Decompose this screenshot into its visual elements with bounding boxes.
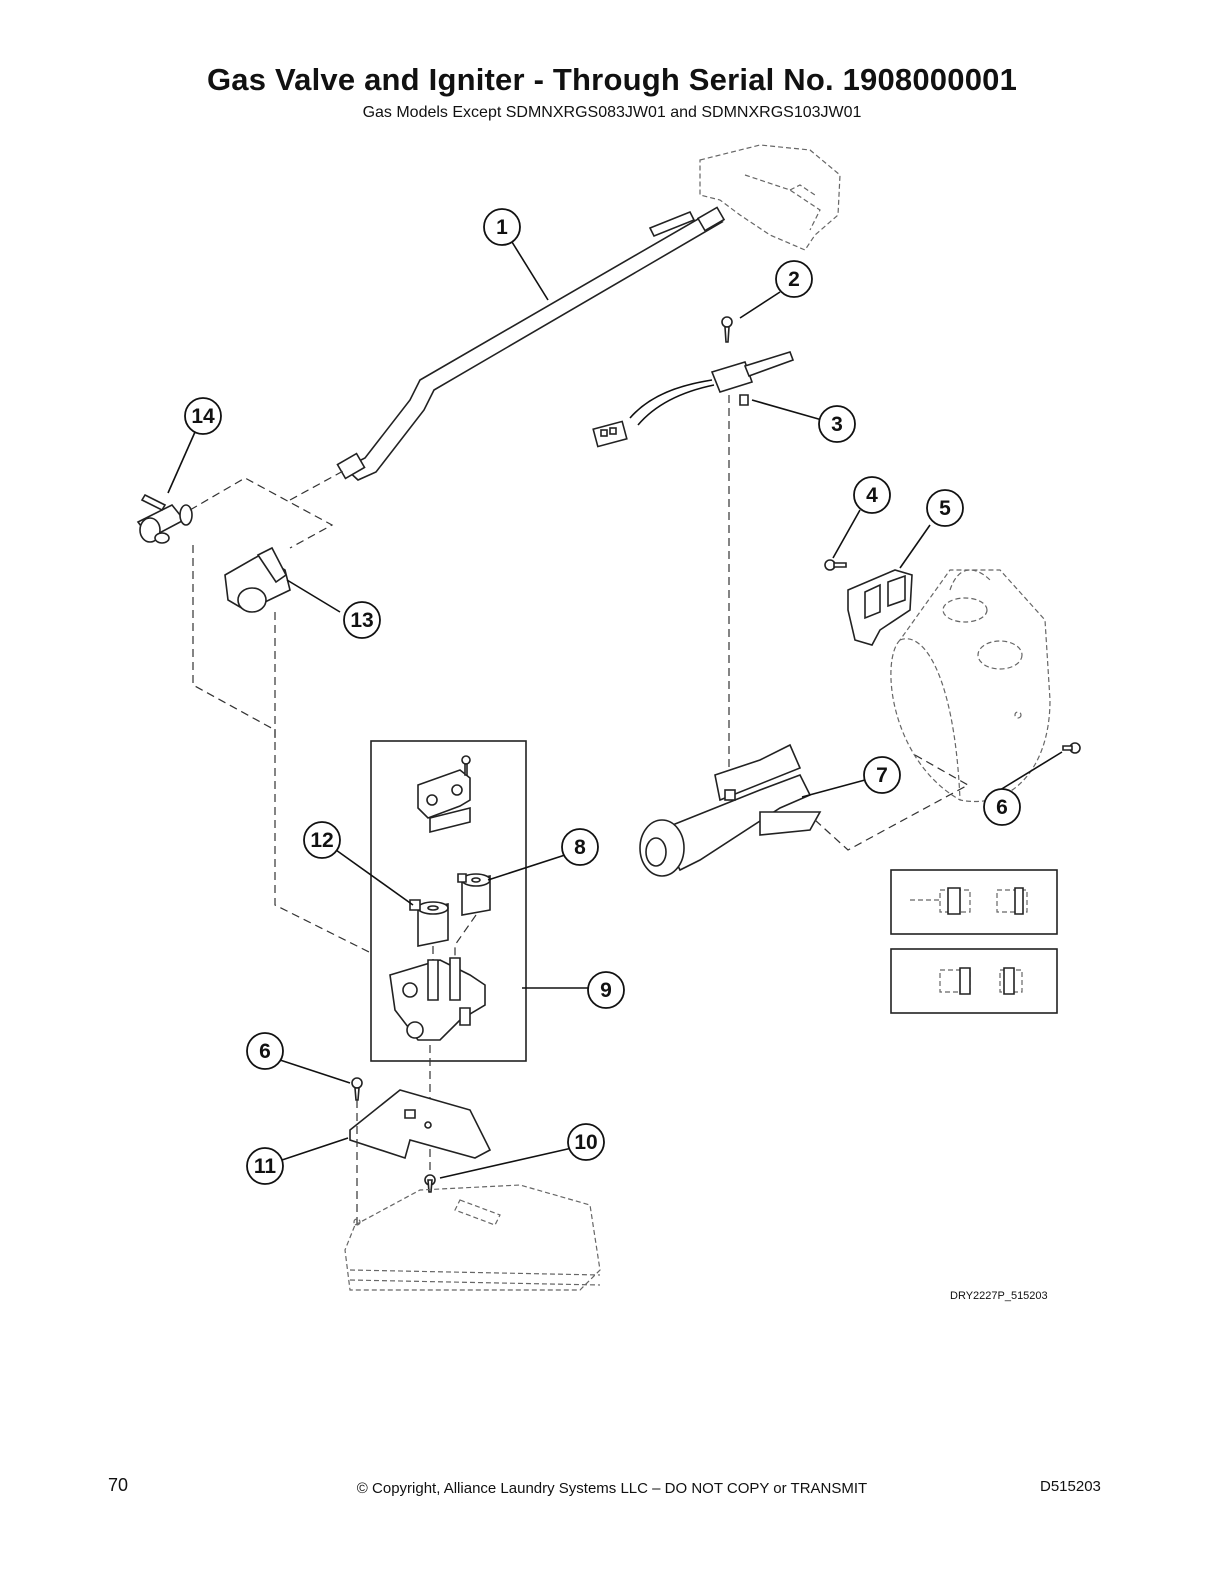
igniter-assembly — [592, 351, 795, 448]
bracket-screw — [351, 1077, 363, 1101]
callout-9: 9 — [587, 971, 625, 1009]
valve-coil-8 — [457, 873, 491, 916]
pipe-elbow — [224, 546, 291, 613]
callout-leaders — [167, 241, 1063, 1179]
svg-text:3: 3 — [831, 413, 843, 436]
svg-text:6: 6 — [996, 796, 1008, 819]
gas-valve-body — [389, 957, 486, 1041]
svg-text:7: 7 — [876, 764, 888, 787]
bracket-screw-4 — [824, 559, 847, 571]
svg-text:8: 8 — [574, 836, 586, 859]
callout-1: 1 — [483, 208, 521, 246]
page-number: 70 — [108, 1475, 129, 1495]
svg-text:10: 10 — [574, 1131, 597, 1154]
callout-2: 2 — [775, 260, 813, 298]
svg-text:9: 9 — [600, 979, 612, 1002]
svg-text:11: 11 — [254, 1155, 277, 1178]
gas-path-lines — [189, 469, 396, 966]
housing-screw — [1062, 742, 1081, 754]
svg-text:5: 5 — [939, 497, 951, 520]
callout-13: 13 — [343, 601, 381, 639]
callout-12: 12 — [303, 821, 341, 859]
svg-text:12: 12 — [310, 829, 333, 852]
burner-tube — [639, 743, 822, 877]
valve-bracket — [417, 755, 471, 834]
svg-text:14: 14 — [191, 405, 215, 428]
page-title: Gas Valve and Igniter - Through Serial N… — [206, 62, 1018, 97]
callout-10: 10 — [567, 1123, 605, 1161]
callout-7: 7 — [863, 756, 901, 794]
svg-text:13: 13 — [350, 609, 373, 632]
burner-bracket — [847, 569, 913, 646]
coil-alignment-line — [454, 914, 477, 960]
inset-detail-bottom — [890, 948, 1058, 1014]
shutoff-valve — [136, 493, 193, 544]
callout-3: 3 — [818, 405, 856, 443]
callout-6-left: 6 — [246, 1032, 284, 1070]
burner-alignment-line — [814, 754, 970, 851]
callout-4: 4 — [853, 476, 891, 514]
valve-coil-12 — [409, 899, 449, 947]
ghost-burner-bracket — [699, 144, 841, 251]
callout-5: 5 — [926, 489, 964, 527]
page-subtitle: Gas Models Except SDMNXRGS083JW01 and SD… — [362, 104, 862, 121]
document-number: D515203 — [1040, 1478, 1101, 1495]
igniter-screw — [721, 316, 733, 343]
copyright-notice: © Copyright, Alliance Laundry Systems LL… — [356, 1480, 868, 1497]
ghost-burner-housing — [890, 569, 1051, 802]
ghost-base-plate — [344, 1184, 601, 1291]
callout-11: 11 — [246, 1147, 284, 1185]
inset-detail-top — [890, 869, 1058, 935]
callout-14: 14 — [184, 397, 222, 435]
svg-text:4: 4 — [866, 484, 878, 507]
gas-supply-tube — [336, 206, 726, 481]
svg-text:1: 1 — [496, 216, 508, 239]
svg-text:6: 6 — [259, 1040, 271, 1063]
diagram-reference-code: DRY2227P_515203 — [950, 1290, 1048, 1302]
svg-text:2: 2 — [788, 268, 800, 291]
callout-8: 8 — [561, 828, 599, 866]
callout-6-right: 6 — [983, 788, 1021, 826]
valve-mounting-bracket — [349, 1089, 492, 1160]
